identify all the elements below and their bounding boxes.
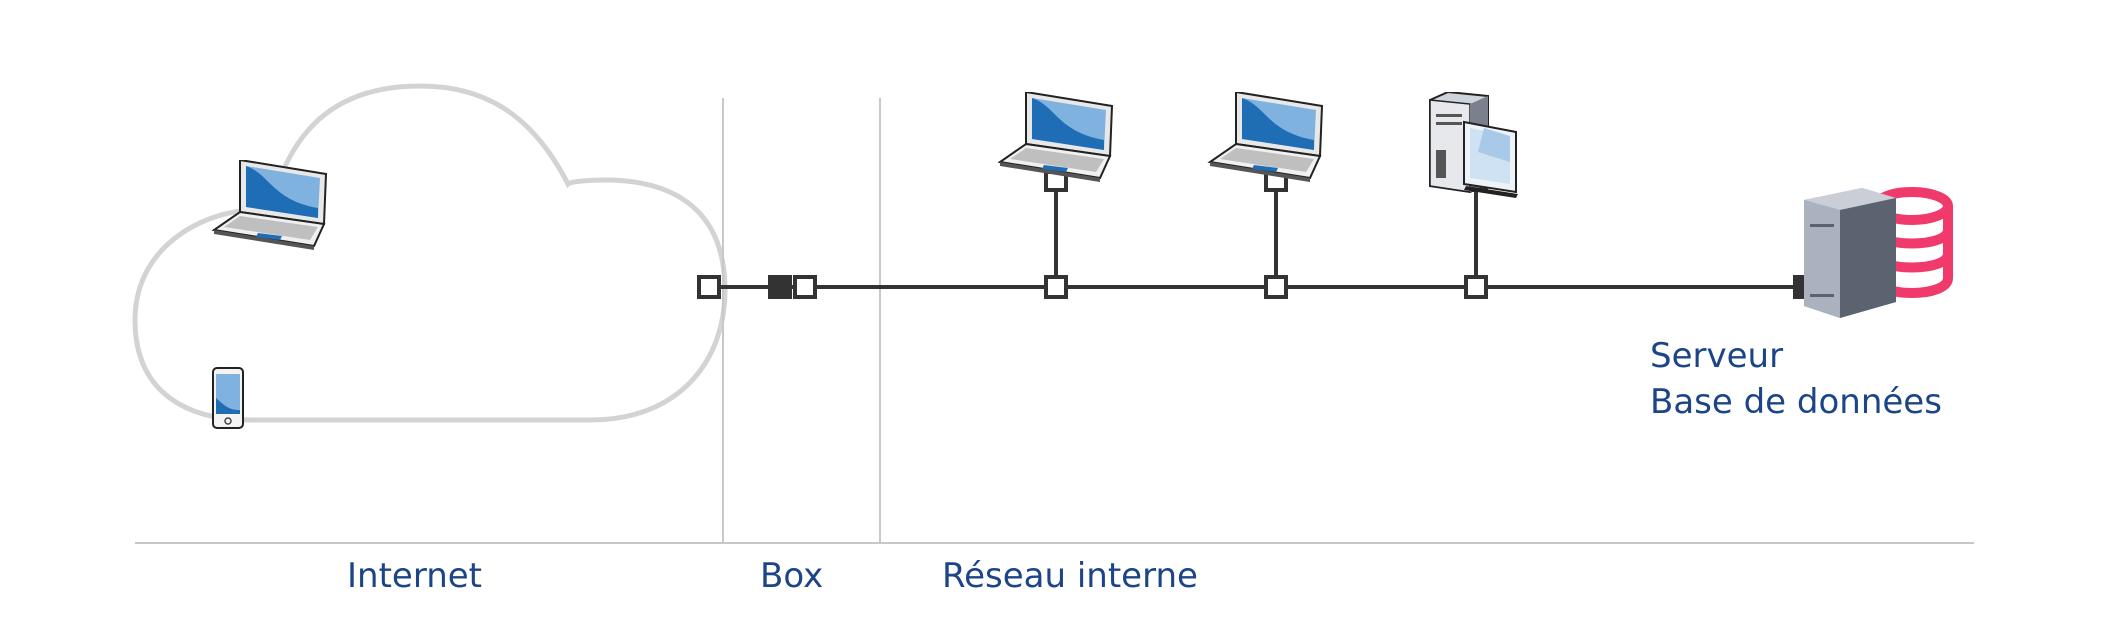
server-label-line2: Base de données [1650, 382, 1942, 422]
desktop-port [1464, 275, 1488, 299]
zone-label-internal: Réseau interne [942, 556, 1198, 596]
server-tower-icon [1804, 188, 1948, 318]
cloud-port [697, 275, 721, 299]
server-label-line1: Serveur [1650, 336, 1784, 376]
laptop-2-port [1264, 275, 1288, 299]
box-port-lan [793, 275, 817, 299]
laptop-icon [213, 160, 327, 250]
cloud-icon [132, 83, 728, 423]
laptop-icon [1209, 92, 1323, 182]
smartphone-icon [212, 367, 244, 429]
laptop-icon [999, 92, 1113, 182]
zone-label-internet: Internet [347, 556, 483, 596]
laptop-1-port [1044, 275, 1068, 299]
desktop-computer-icon [1429, 92, 1519, 199]
box-port-internet [768, 275, 792, 299]
zone-label-box: Box [760, 556, 824, 596]
